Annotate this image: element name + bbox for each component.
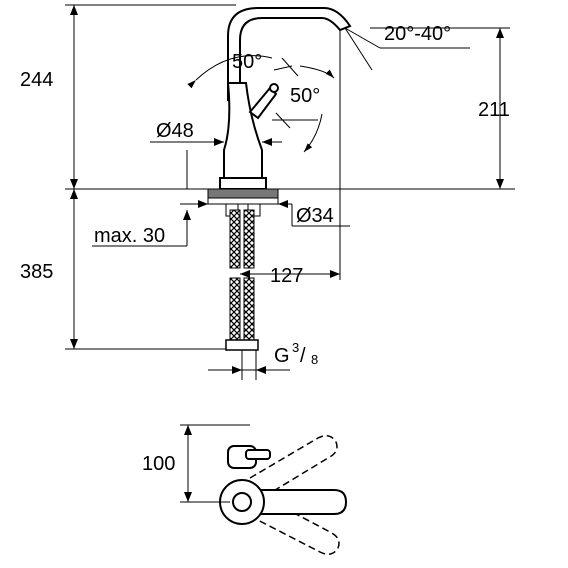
label-127: 127: [270, 265, 303, 287]
angle-side: 50°: [272, 65, 335, 153]
label-diameter-48: Ø48: [156, 120, 194, 142]
label-211: 211: [478, 99, 510, 121]
dim-385: 385: [20, 189, 236, 350]
dim-211: 211: [370, 27, 510, 189]
dim-127: 127: [240, 265, 340, 287]
label-angle-spout: 20°-40°: [384, 23, 451, 45]
label-angle-top: 50°: [232, 51, 262, 73]
angle-spout: 20°-40°: [344, 23, 470, 71]
dashed-swing-upper: [249, 435, 338, 499]
label-diameter-34: Ø34: [296, 205, 334, 227]
label-thread-num: 3: [292, 340, 299, 355]
dashed-swing-lower: [249, 495, 340, 555]
label-thread-g: G: [274, 345, 290, 367]
label-max-30: max. 30: [94, 225, 165, 247]
label-100: 100: [142, 453, 175, 475]
dim-diameter-34: Ø34: [180, 200, 350, 227]
thread-slash: /: [300, 345, 306, 367]
dim-max-30: max. 30: [92, 210, 191, 247]
dim-thread: G 3 / 8: [208, 340, 318, 380]
label-385: 385: [20, 261, 53, 283]
label-thread-den: 8: [311, 352, 318, 367]
dim-diameter-48: Ø48: [150, 120, 282, 189]
label-244: 244: [20, 69, 53, 91]
angle-top: 50°: [187, 51, 299, 89]
dim-244: 244: [20, 4, 236, 189]
supply-hoses: [225, 209, 259, 351]
mounting-hardware: [207, 188, 279, 217]
label-angle-side: 50°: [290, 85, 320, 107]
plan-view: 100: [142, 424, 348, 555]
faucet-body: [219, 7, 352, 190]
